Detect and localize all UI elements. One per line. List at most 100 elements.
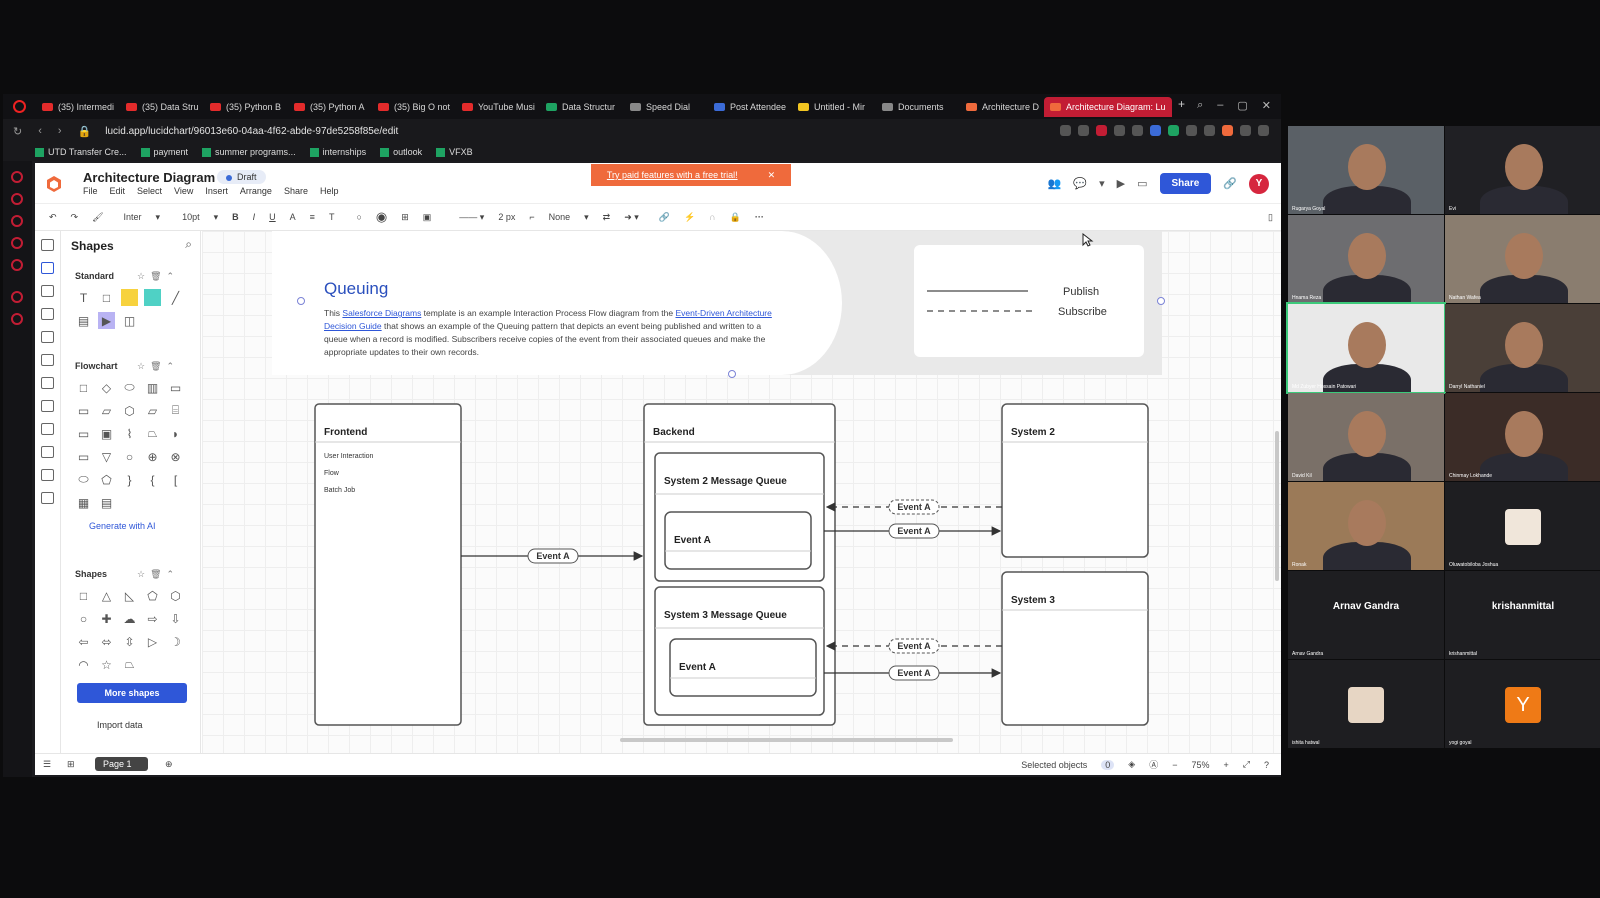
undo-icon[interactable]: ↶: [49, 211, 57, 222]
bookmark-item[interactable]: internships: [309, 147, 366, 157]
section-shapes[interactable]: Shapes☆ 🗑 ⌃: [75, 569, 174, 579]
internal-storage-shape-icon[interactable]: ▣: [100, 426, 113, 441]
zoom-level[interactable]: 75%: [1191, 759, 1210, 770]
redo-icon[interactable]: ↷: [70, 211, 79, 222]
browser-tab[interactable]: Post Attendee: [708, 97, 792, 117]
share-button[interactable]: Share: [1159, 173, 1212, 194]
shapes-tool-icon[interactable]: [41, 262, 54, 274]
extension-icon[interactable]: [1132, 125, 1143, 136]
font-select[interactable]: Inter: [123, 212, 142, 222]
pentagon-shape-icon[interactable]: ⬠: [147, 588, 158, 603]
browser-tab[interactable]: (35) Python B: [204, 97, 288, 117]
square-shape-icon[interactable]: □: [79, 588, 88, 603]
sticky-note-icon[interactable]: [121, 289, 138, 306]
merge-shape-icon[interactable]: ▽: [101, 449, 112, 464]
participant-tile[interactable]: Hnama Reza: [1288, 215, 1444, 303]
title-banner-bg[interactable]: [272, 231, 842, 375]
event-pill[interactable]: [888, 638, 940, 654]
selected-objects-label[interactable]: Selected objects: [1021, 759, 1088, 770]
extension-icon[interactable]: [1258, 125, 1269, 136]
add-page-icon[interactable]: ⊕: [165, 759, 173, 769]
page-tab[interactable]: Page 1: [95, 757, 148, 771]
participant-tile[interactable]: Chinmay Lokhande: [1445, 393, 1600, 481]
chevron-down-icon[interactable]: ▾: [213, 211, 219, 222]
section-standard[interactable]: Standard☆ 🗑 ⌃: [75, 271, 174, 281]
bookmark-item[interactable]: VFXB: [436, 147, 473, 157]
text-options-icon[interactable]: T: [328, 212, 335, 222]
display-shape-icon[interactable]: ⬭: [78, 472, 89, 486]
video-shape-icon[interactable]: ▶: [98, 312, 115, 329]
back-icon[interactable]: ‹: [38, 124, 42, 137]
opera-menu-icon[interactable]: [13, 100, 26, 113]
document-title[interactable]: Architecture Diagram: [83, 170, 216, 185]
browser-tab[interactable]: (35) Big O not: [372, 97, 456, 117]
participant-tile[interactable]: Oluwatobiloba Joshua: [1445, 482, 1600, 570]
process-shape-icon[interactable]: □: [79, 380, 88, 395]
import-data-button[interactable]: Import data: [97, 720, 143, 730]
participant-tile[interactable]: Rugarya Goyal: [1288, 126, 1444, 214]
extension-icon[interactable]: [1204, 125, 1215, 136]
url-field[interactable]: lucid.app/lucidchart/96013e60-04aa-4f62-…: [105, 125, 399, 137]
text-shape-icon[interactable]: T: [79, 290, 88, 305]
sidebar-app-icon[interactable]: [11, 193, 23, 205]
stored-data-shape-icon[interactable]: ▭: [77, 426, 90, 441]
grid-view-icon[interactable]: ⊞: [67, 759, 75, 769]
arrow-start-select[interactable]: None: [548, 212, 571, 222]
frame-shape-icon[interactable]: ◫: [123, 313, 136, 328]
browser-tab[interactable]: (35) Python A: [288, 97, 372, 117]
offpage-shape-icon[interactable]: ⬠: [101, 472, 112, 487]
frame-icon[interactable]: [41, 285, 54, 297]
draft-badge[interactable]: Draft: [217, 170, 266, 184]
extension-icon[interactable]: [1240, 125, 1251, 136]
lock-shape-icon[interactable]: 🔒: [729, 211, 741, 222]
vertical-scrollbar[interactable]: [1275, 431, 1279, 581]
decision-guide-link[interactable]: Event-Driven Architecture Decision Guide: [324, 308, 772, 331]
browser-tab[interactable]: Documents: [876, 97, 960, 117]
participant-tile[interactable]: Darryl Nathaniel: [1445, 304, 1600, 392]
text-color-icon[interactable]: A: [289, 212, 296, 222]
bookmark-item[interactable]: summer programs...: [202, 147, 296, 157]
table-shape-icon[interactable]: ▦: [77, 495, 90, 510]
hexagon-shape-icon[interactable]: ⬡: [124, 403, 135, 418]
swap-arrows-icon[interactable]: ⇄: [602, 211, 611, 222]
queue-event-box[interactable]: [664, 511, 812, 570]
trapezoid-shape-icon[interactable]: ⏢: [124, 657, 135, 671]
new-tab-icon[interactable]: +: [1178, 96, 1186, 111]
participant-tile[interactable]: Md Zubyer Hossain Patowari: [1286, 302, 1446, 394]
browser-tab[interactable]: (35) Data Stru: [120, 97, 204, 117]
navigate-icon[interactable]: Ⓐ: [1149, 760, 1159, 770]
star-shape-icon[interactable]: ☆: [101, 657, 112, 672]
extension-icon[interactable]: [1096, 125, 1107, 136]
search-icon[interactable]: ⌕: [185, 237, 192, 251]
image-tool-icon[interactable]: [41, 354, 54, 366]
zoom-out-icon[interactable]: −: [1172, 759, 1178, 770]
reload-icon[interactable]: ↻: [13, 125, 23, 138]
link-icon[interactable]: 🔗: [658, 211, 670, 222]
frontend-box[interactable]: [314, 403, 462, 726]
moon-shape-icon[interactable]: ☽: [170, 634, 181, 649]
event-pill[interactable]: [888, 523, 940, 539]
queue-event-box[interactable]: [669, 638, 817, 697]
extension-icon[interactable]: [1060, 125, 1071, 136]
event-pill[interactable]: [888, 665, 940, 681]
browser-tab[interactable]: Data Structur: [540, 97, 624, 117]
event-pill[interactable]: [888, 499, 940, 515]
sidebar-app-icon[interactable]: [11, 313, 23, 325]
present-icon[interactable]: ▶: [1116, 178, 1126, 190]
sidebar-app-icon[interactable]: [11, 215, 23, 227]
extension-icon[interactable]: [1114, 125, 1125, 136]
format-painter-icon[interactable]: 🖌: [92, 211, 104, 222]
arrow-left-shape-icon[interactable]: ⇦: [78, 634, 89, 649]
line-tool-icon[interactable]: ╱: [171, 290, 180, 305]
trial-link[interactable]: Try paid features with a free trial!: [606, 170, 738, 180]
menu-item-help[interactable]: Help: [319, 186, 339, 196]
pen-icon[interactable]: [41, 331, 54, 343]
manual-input-shape-icon[interactable]: ▭: [77, 449, 90, 464]
chevron-down-icon[interactable]: ▾: [1099, 178, 1105, 190]
tape-shape-icon[interactable]: ⌇: [126, 426, 133, 441]
data-shape-icon[interactable]: ▱: [101, 403, 112, 418]
forward-icon[interactable]: ›: [57, 124, 62, 137]
tag-shape-icon[interactable]: ▷: [147, 634, 158, 649]
ai-icon[interactable]: [41, 423, 54, 435]
hexagon-shape-icon[interactable]: ⬡: [170, 588, 181, 603]
